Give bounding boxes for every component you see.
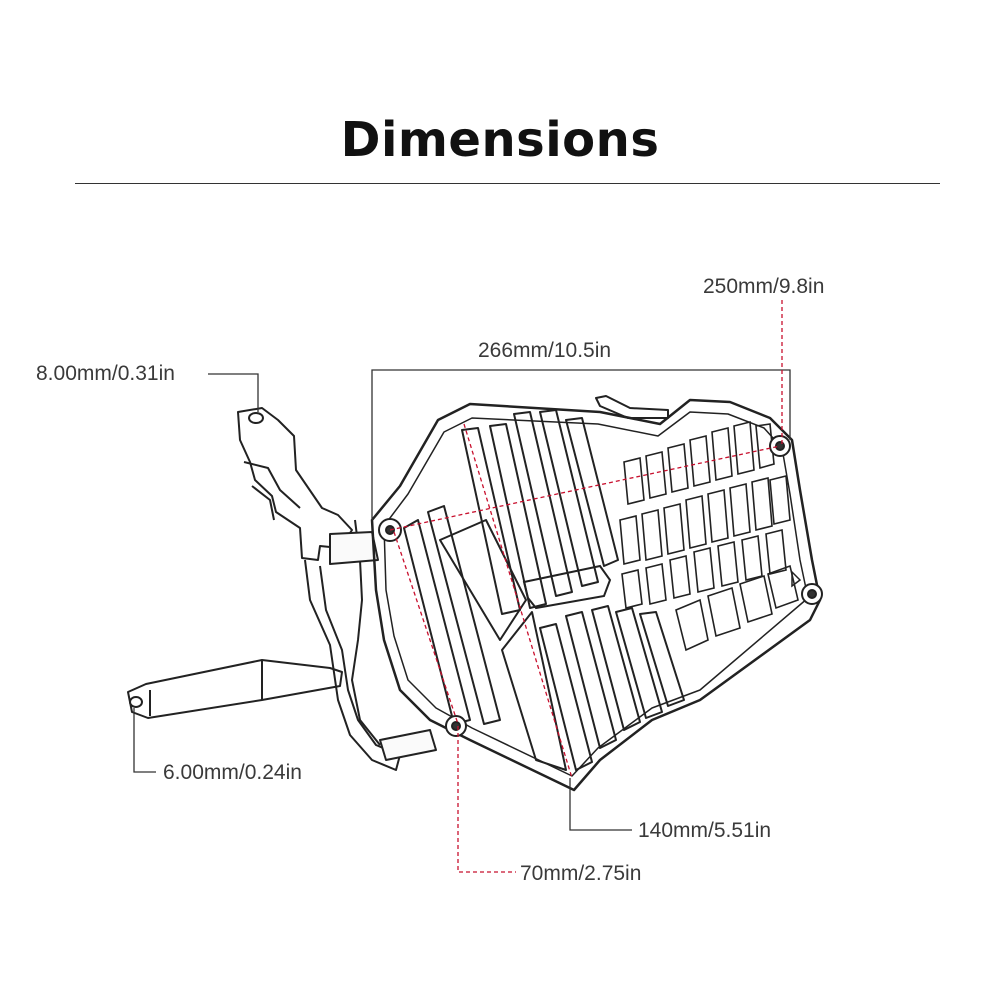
measurement-guides	[389, 300, 783, 873]
arrow-mark	[791, 570, 802, 588]
lower-hole-label: 6.00mm/0.24in	[163, 761, 302, 784]
title-divider	[75, 183, 940, 184]
upper-hole-label: 8.00mm/0.31in	[36, 362, 175, 385]
guard-grille	[370, 395, 822, 792]
height-label: 250mm/9.8in	[703, 275, 824, 298]
center-window	[522, 564, 612, 610]
mount-spacing-label: 70mm/2.75in	[520, 862, 641, 885]
inner-width-label: 140mm/5.51in	[638, 819, 771, 842]
right-mesh	[619, 420, 799, 652]
mounting-bracket	[127, 407, 437, 771]
page-title: Dimensions	[340, 112, 660, 168]
width-label: 266mm/10.5in	[478, 339, 611, 362]
upper-bracket-hole	[248, 412, 264, 424]
lower-bracket-hole	[129, 696, 143, 708]
dimension-lines	[133, 369, 791, 831]
left-slats	[403, 409, 685, 771]
